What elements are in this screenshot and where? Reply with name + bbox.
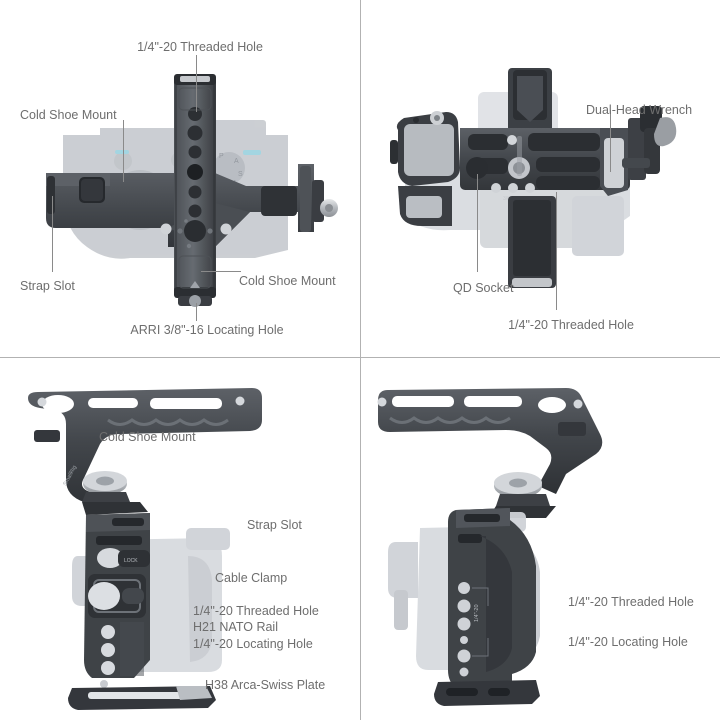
top-handle: [377, 388, 603, 494]
threaded-hole: [457, 617, 471, 631]
leader-tl-cold-shoe-2: [201, 271, 241, 272]
svg-text:P: P: [219, 153, 224, 160]
callout-label: Strap Slot: [247, 518, 302, 532]
cold-shoe-mount: [558, 422, 586, 436]
handle-slot: [150, 398, 222, 409]
handle-slot: [464, 396, 522, 407]
callout-label: Strap Slot: [20, 279, 75, 293]
handle-cutout: [42, 395, 74, 413]
rail-hole: [187, 125, 203, 141]
leader-tl-threaded-hole: [196, 55, 197, 112]
leader-tl-cold-shoe: [123, 120, 124, 182]
leader-tl-arri-hole: [196, 303, 197, 321]
svg-text:A: A: [234, 158, 239, 165]
callout-label: Cold Shoe Mount: [99, 430, 196, 444]
handle-mount-screw: [82, 471, 148, 515]
leader-tl-strap-slot: [52, 196, 53, 272]
cage-bottom-plate: 3/8"-16: [460, 128, 630, 202]
art-right-side-view: 1/4"-20: [377, 388, 603, 706]
callout-label: QD Socket: [453, 281, 514, 295]
cold-shoe-mount-left: [79, 177, 105, 203]
callout-label: Cold Shoe Mount: [239, 274, 336, 288]
cage-left-grip: [390, 111, 460, 226]
rail-hole: [188, 145, 202, 159]
right-accessory-block: [261, 166, 338, 232]
strap-slot-opening: [47, 176, 55, 214]
strap-slot: [112, 518, 144, 526]
rail-hole: [188, 185, 202, 199]
locating-hole: [101, 661, 115, 675]
panel-top-right: 3/8"-16: [360, 0, 720, 360]
cage-side-plate: 1/4"-20: [434, 508, 540, 706]
bottom-column: [508, 196, 556, 288]
nato-hole: [101, 643, 115, 657]
callout-label: 1/4"-20 Threaded Hole: [508, 318, 634, 332]
panel-divider-vertical: [360, 0, 361, 720]
callout-label: 1/4"-20 Locating Hole: [568, 635, 688, 649]
callout-label: 1/4"-20 Locating Hole: [193, 637, 313, 651]
vertical-nato-rail: [174, 74, 216, 307]
callout-label: H38 Arca-Swiss Plate: [205, 678, 326, 692]
art-left-side-view: SmallRig: [28, 388, 262, 710]
callout-label: Dual-Head Wrench: [586, 103, 693, 117]
leader-tr-threaded-hole: [556, 192, 557, 310]
callout-label: ARRI 3/8"-16 Locating Hole: [130, 323, 284, 337]
svg-text:S: S: [238, 171, 243, 178]
rail-hole: [188, 204, 202, 218]
callout-label: 1/4"-20 Threaded Hole: [568, 595, 694, 609]
svg-text:1/4"-20: 1/4"-20: [474, 604, 480, 622]
threaded-hole: [101, 625, 115, 639]
panel-bottom-left: SmallRig: [0, 360, 360, 720]
svg-text:LOCK: LOCK: [124, 558, 138, 564]
threaded-hole: [458, 582, 470, 594]
arri-locating-hole: [184, 220, 206, 242]
leader-tr-qd-socket: [477, 174, 478, 272]
strap-slot: [464, 514, 500, 522]
handle-cutout: [538, 397, 566, 413]
dual-head-wrench: [622, 106, 677, 180]
threaded-hole: [491, 183, 501, 193]
top-handle: SmallRig: [28, 388, 262, 510]
callout-label: 1/4"-20 Threaded Hole: [137, 40, 263, 54]
panel-bottom-right: 1/4"-20: [360, 360, 720, 720]
handle-slot: [392, 396, 454, 407]
cage-side-plate: LOCK: [68, 513, 216, 710]
locating-hole: [457, 649, 471, 663]
art-bottom-view: 3/8"-16: [390, 68, 677, 288]
qd-socket: [466, 157, 488, 179]
handle-slot: [88, 398, 138, 408]
threaded-hole: [525, 183, 535, 193]
threaded-hole: [508, 183, 518, 193]
threaded-hole: [457, 599, 471, 613]
panel-top-left: P A S M 10 140: [0, 0, 360, 360]
callout-label: 1/4"-20 Threaded Hole: [193, 604, 319, 618]
callout-label: Cold Shoe Mount: [20, 108, 117, 122]
rail-hole: [188, 107, 202, 121]
cable-clamp: [88, 574, 146, 618]
callout-label: H21 NATO Rail: [193, 620, 278, 634]
rail-hole: [187, 164, 203, 180]
callout-label: Cable Clamp: [215, 571, 288, 585]
cold-shoe-mount: [34, 430, 60, 442]
arca-swiss-plate: [68, 686, 216, 710]
leader-tr-wrench: [610, 110, 611, 172]
strap-slot-2: [96, 536, 142, 545]
art-front-angled-view: P A S M 10 140: [46, 74, 338, 307]
